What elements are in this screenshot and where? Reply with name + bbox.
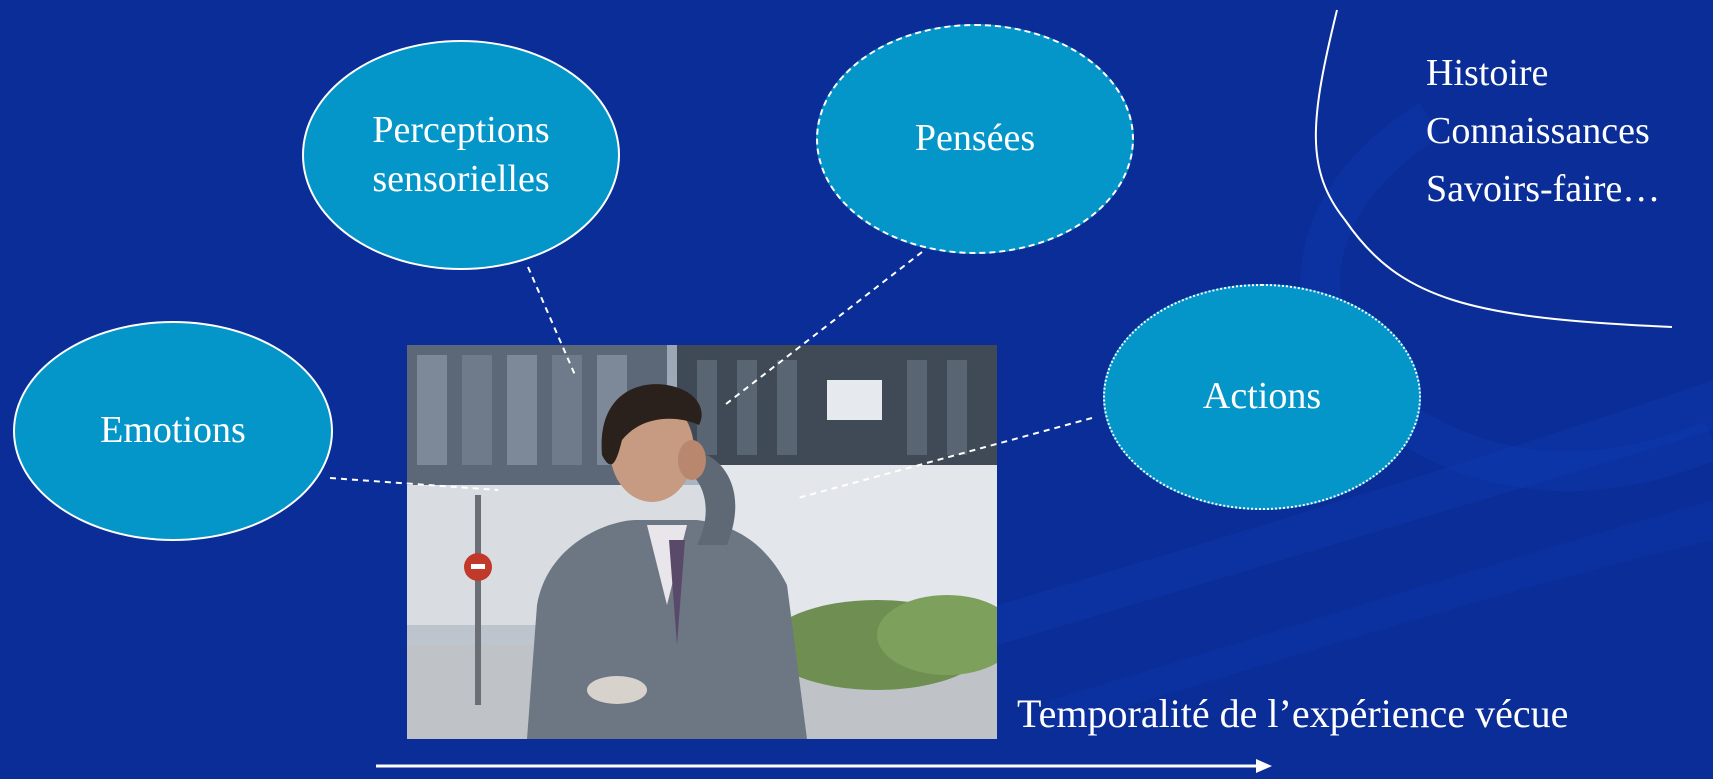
actions-label: Actions xyxy=(1202,375,1322,418)
photo-illustration xyxy=(407,345,997,739)
temporality-label: Temporalité de l’expérience vécue xyxy=(1017,691,1569,736)
person-on-phone-photo xyxy=(407,345,997,739)
knowledge-item-savoirs-faire: Savoirs-faire… xyxy=(1426,168,1661,210)
pensees-label: Pensées xyxy=(914,117,1036,160)
emotions-label: Emotions xyxy=(100,409,246,452)
bubble-perceptions: Perceptions sensorielles xyxy=(302,40,620,270)
bubble-actions: Actions xyxy=(1103,284,1421,510)
bubble-emotions: Emotions xyxy=(13,321,333,541)
connector-perceptions xyxy=(527,266,576,376)
knowledge-list: Histoire Connaissances Savoirs-faire… xyxy=(1426,44,1660,218)
perceptions-label: Perceptions sensorielles xyxy=(372,108,550,200)
knowledge-item-histoire: Histoire xyxy=(1426,52,1549,94)
knowledge-item-connaissances: Connaissances xyxy=(1426,110,1650,152)
bubble-pensees: Pensées xyxy=(816,24,1134,254)
connector-pensees xyxy=(725,251,923,405)
connector-emotions xyxy=(329,477,499,491)
knowledge-boundary-curve xyxy=(1314,9,1673,328)
time-arrow-icon xyxy=(376,759,1272,773)
connector-actions xyxy=(797,417,1093,499)
